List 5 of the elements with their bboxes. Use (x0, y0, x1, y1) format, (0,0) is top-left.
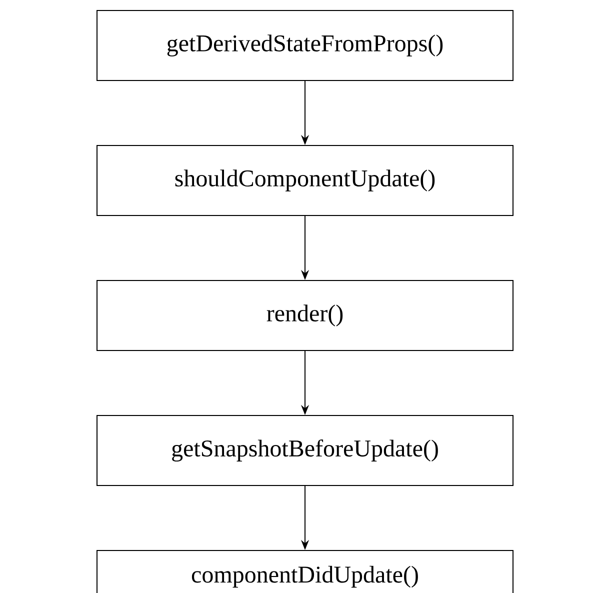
process-box: getSnapshotBeforeUpdate() (96, 415, 514, 486)
process-box: componentDidUpdate() (96, 550, 514, 593)
process-box: render() (96, 280, 514, 351)
process-box: shouldComponentUpdate() (96, 145, 514, 216)
process-box: getDerivedStateFromProps() (96, 10, 514, 81)
